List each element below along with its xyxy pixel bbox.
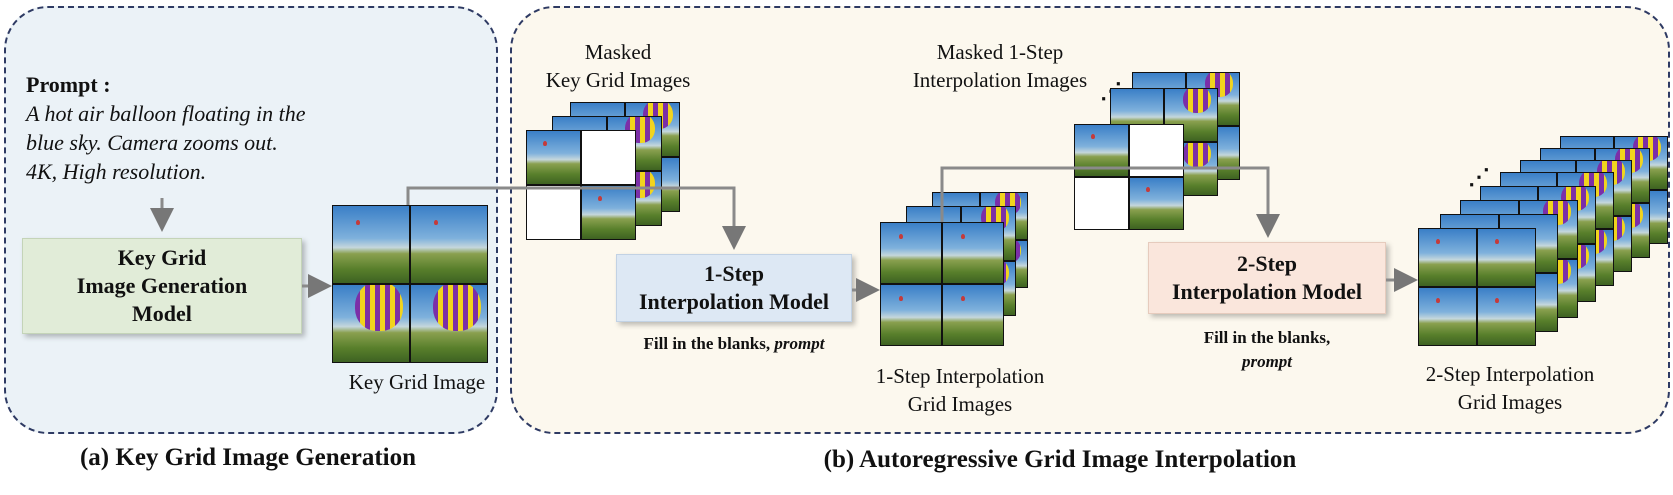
grid-cell xyxy=(333,285,409,362)
label-line: Key Grid Images xyxy=(545,68,691,92)
ellipsis-icon: ⋰ xyxy=(1468,164,1490,189)
subtext-prompt: prompt xyxy=(1241,352,1293,371)
two-step-grid-label: 2-Step Interpolation Grid Images xyxy=(1410,360,1610,416)
label-line: 1-Step Interpolation xyxy=(875,364,1045,388)
masked-1step-label: Masked 1-Step Interpolation Images xyxy=(890,38,1110,94)
label-line: Grid Images xyxy=(1457,390,1563,414)
key-grid-label: Key Grid Image xyxy=(348,370,486,394)
grid-cell xyxy=(411,285,487,362)
subtext-prompt: prompt xyxy=(774,334,825,353)
model2-line: 2-Step xyxy=(1237,251,1297,276)
caption-a: (a) Key Grid Image Generation xyxy=(79,444,417,471)
prompt-text: A hot air balloon floating in the blue s… xyxy=(26,99,346,186)
prompt-line: 4K, High resolution. xyxy=(26,159,207,184)
arrow-keygrid-to-model1 xyxy=(406,186,746,250)
balloon-icon xyxy=(433,285,481,331)
caption-b: (b) Autoregressive Grid Image Interpolat… xyxy=(823,446,1297,473)
model1-line: Interpolation Model xyxy=(638,289,830,314)
key-grid-model-box: Key Grid Image Generation Model xyxy=(22,238,302,334)
balloon-icon xyxy=(355,285,403,331)
prompt-title: Prompt : xyxy=(26,72,111,97)
key-model-line: Key Grid xyxy=(117,245,207,270)
label-line: Masked 1-Step xyxy=(936,40,1064,64)
label-line: 2-Step Interpolation xyxy=(1425,362,1595,386)
two-step-grid-image xyxy=(1418,228,1536,346)
arrow-grid-to-model2 xyxy=(940,166,1280,238)
key-model-line: Model xyxy=(132,301,192,326)
prompt-line: A hot air balloon floating in the xyxy=(26,101,306,126)
masked-key-grid xyxy=(526,130,636,240)
label-line: Interpolation Images xyxy=(912,68,1088,92)
subtext: Fill in the blanks, xyxy=(1203,328,1331,347)
one-step-grid-label: 1-Step Interpolation Grid Images xyxy=(860,362,1060,418)
model1-line: 1-Step xyxy=(704,261,764,286)
one-step-subtext: Fill in the blanks, prompt xyxy=(616,332,852,356)
grid-cell xyxy=(333,206,409,283)
masked-key-label: Masked Key Grid Images xyxy=(528,38,708,94)
two-step-subtext: Fill in the blanks, prompt xyxy=(1148,326,1386,374)
label-line: Masked xyxy=(584,40,652,64)
two-step-model-box: 2-Step Interpolation Model xyxy=(1148,242,1386,314)
key-model-line: Image Generation xyxy=(76,273,248,298)
key-grid-image xyxy=(332,205,488,363)
balloon-icon xyxy=(355,219,360,225)
label-line: Grid Images xyxy=(907,392,1013,416)
one-step-model-box: 1-Step Interpolation Model xyxy=(616,254,852,322)
model2-line: Interpolation Model xyxy=(1171,279,1363,304)
prompt-line: blue sky. Camera zooms out. xyxy=(26,130,278,155)
one-step-grid-image xyxy=(880,222,1004,346)
balloon-icon xyxy=(433,219,438,225)
grid-cell xyxy=(411,206,487,283)
subtext: Fill in the blanks, xyxy=(643,334,771,353)
